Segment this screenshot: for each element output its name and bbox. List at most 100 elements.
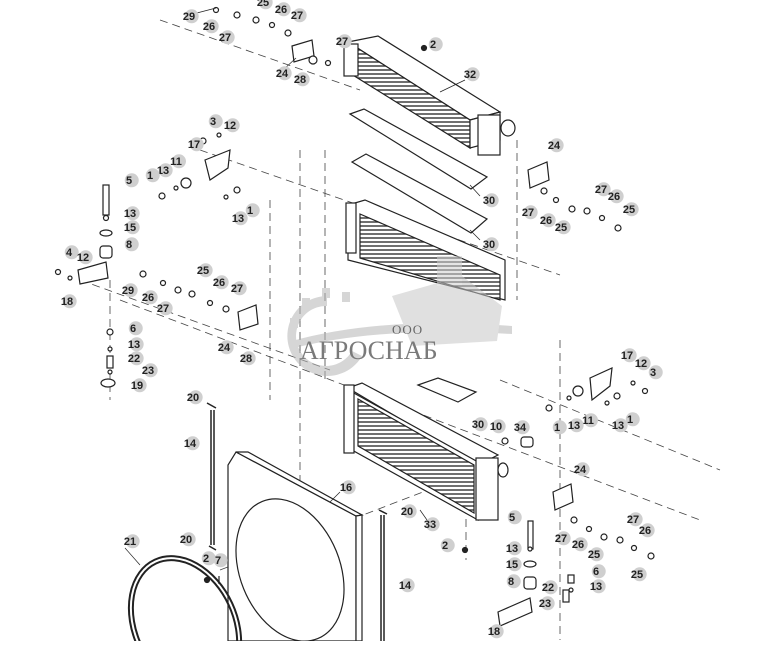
seal-strips [348, 108, 489, 403]
part-callout-7: 7 [213, 553, 228, 568]
callout-label: 17 [620, 350, 634, 362]
callout-label: 14 [183, 438, 197, 450]
part-callout-30: 30 [482, 193, 499, 208]
part-callout-26: 26 [141, 290, 158, 305]
callout-label: 1 [553, 422, 561, 434]
callout-label: 16 [339, 482, 353, 494]
part-callout-28: 28 [294, 72, 310, 87]
part-callout-27: 27 [335, 34, 352, 49]
callout-label: 26 [539, 215, 553, 227]
part-callout-22: 22 [127, 351, 144, 366]
part-callout-13: 13 [156, 163, 173, 178]
callout-label: 26 [571, 539, 585, 551]
callout-label: 27 [521, 207, 535, 219]
part-callout-30: 30 [472, 417, 488, 432]
part-callout-27: 27 [595, 182, 611, 197]
callout-label: 12 [634, 358, 648, 370]
part-callout-29: 29 [183, 9, 199, 24]
callout-label: 3 [209, 116, 217, 128]
part-callout-27: 27 [157, 301, 173, 316]
part-callout-20: 20 [187, 390, 203, 405]
callout-label: 26 [274, 4, 288, 16]
callout-label: 15 [505, 559, 519, 571]
callout-label: 13 [156, 165, 170, 177]
callout-label: 24 [547, 140, 561, 152]
callout-label: 25 [554, 222, 568, 234]
part-callout-26: 26 [607, 189, 624, 204]
support-rods [206, 402, 388, 641]
part-callout-25: 25 [630, 567, 647, 582]
callout-label: 13 [611, 420, 625, 432]
callout-label: 26 [638, 525, 652, 537]
part-callout-6: 6 [591, 564, 606, 579]
callout-label: 3 [649, 367, 657, 379]
callout-label: 25 [630, 569, 644, 581]
callout-label: 27 [335, 36, 349, 48]
part-callout-26: 26 [539, 213, 556, 228]
callout-label: 6 [592, 566, 600, 578]
callout-label: 23 [538, 598, 552, 610]
part-callout-18: 18 [61, 294, 77, 309]
callout-label: 13 [567, 420, 581, 432]
callout-label: 26 [141, 292, 155, 304]
callout-label: 13 [589, 581, 603, 593]
part-callout-4: 4 [64, 245, 79, 260]
callout-label: 27 [230, 283, 244, 295]
part-callout-1: 1 [245, 203, 260, 218]
part-callout-2: 2 [440, 538, 455, 553]
watermark-logo-icon [287, 256, 512, 376]
callout-label: 1 [246, 205, 254, 217]
callout-label: 25 [256, 0, 270, 9]
part-callout-10: 10 [490, 419, 506, 434]
brackets [77, 39, 613, 627]
part-callout-23: 23 [142, 363, 158, 378]
part-callout-11: 11 [170, 154, 186, 169]
part-callout-27: 27 [555, 531, 571, 546]
callout-label: 26 [212, 277, 226, 289]
callout-label: 4 [65, 247, 73, 259]
part-callout-21: 21 [124, 534, 140, 549]
callout-label: 26 [607, 191, 621, 203]
part-callout-13: 13 [124, 206, 140, 221]
part-callout-12: 12 [634, 356, 651, 371]
part-callout-12: 12 [223, 118, 240, 133]
callout-label: 24 [275, 68, 289, 80]
part-callout-5: 5 [124, 173, 139, 188]
part-callout-1: 1 [625, 412, 640, 427]
part-callout-23: 23 [538, 596, 555, 611]
part-callout-33: 33 [424, 517, 440, 532]
callout-label: 28 [239, 353, 253, 365]
callout-label: 27 [626, 514, 640, 526]
part-callout-20: 20 [401, 504, 417, 519]
part-callout-17: 17 [620, 348, 637, 363]
callout-label: 5 [125, 175, 133, 187]
callout-label: 22 [127, 353, 141, 365]
part-callout-16: 16 [339, 480, 356, 495]
fasteners [54, 6, 655, 603]
part-callout-19: 19 [131, 378, 147, 393]
callout-label: 25 [622, 204, 636, 216]
callout-label: 12 [76, 252, 90, 264]
callout-label: 11 [582, 415, 594, 427]
callout-label: 1 [146, 170, 154, 182]
part-callout-24: 24 [218, 340, 234, 355]
callout-label: 26 [202, 21, 216, 33]
part-callout-15: 15 [123, 220, 140, 235]
part-callout-25: 25 [196, 263, 213, 278]
callout-label: 8 [507, 576, 515, 588]
callout-label: 30 [482, 239, 496, 251]
part-callout-12: 12 [76, 250, 93, 265]
callout-label: 22 [541, 582, 555, 594]
callout-label: 30 [482, 195, 496, 207]
part-callout-24: 24 [275, 66, 292, 81]
callout-label: 12 [223, 120, 237, 132]
callout-label: 25 [196, 265, 210, 277]
callout-label: 6 [129, 323, 137, 335]
part-callout-27: 27 [219, 30, 235, 45]
watermark-company-name: АГРОСНАБ [300, 336, 438, 365]
callout-label: 1 [626, 414, 634, 426]
part-callout-11: 11 [582, 413, 598, 428]
callout-label: 15 [123, 222, 137, 234]
charge-air-cooler [343, 35, 516, 156]
callout-label: 17 [187, 139, 201, 151]
